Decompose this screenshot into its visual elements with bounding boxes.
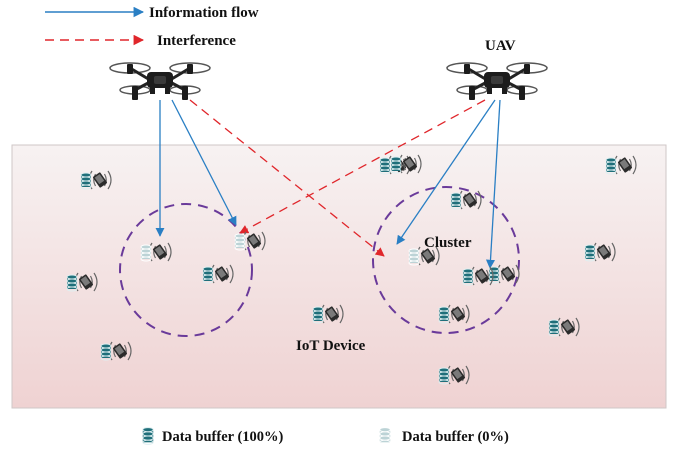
iot-device-icon <box>234 231 266 251</box>
legend-buffer-full-label: Data buffer (100%) <box>162 429 284 445</box>
legend-interference-label: Interference <box>157 33 236 49</box>
iot-device-icon <box>140 242 172 262</box>
iot-device-label: IoT Device <box>296 338 366 354</box>
iot-device-icon <box>80 170 112 190</box>
cluster-label: Cluster <box>424 235 472 251</box>
uav-label: UAV <box>485 38 516 54</box>
cluster-circle-right <box>372 186 520 334</box>
iot-device-icon <box>202 264 234 284</box>
cluster-circle-left <box>119 203 253 337</box>
legend-bottom: Data buffer (100%) Data buffer (0%) <box>142 427 509 445</box>
uav-right-icon <box>445 61 549 102</box>
legend-buffer-full-icon <box>142 427 154 445</box>
legend-buffer-empty-icon <box>379 427 391 445</box>
iot-device-icon <box>312 304 344 324</box>
ground-area <box>11 144 667 409</box>
interference-arrows <box>189 99 486 257</box>
iot-device-icon <box>584 242 616 262</box>
information-flow-arrows <box>155 99 501 269</box>
iot-device-icon <box>408 246 440 266</box>
legend-buffer-empty-label: Data buffer (0%) <box>402 429 509 445</box>
iot-device-icon <box>390 154 422 174</box>
iot-device-icon <box>605 155 637 175</box>
legend-information-flow-label: Information flow <box>149 5 259 21</box>
iot-devices <box>66 154 637 385</box>
legend-top: Information flow Interference <box>45 5 259 49</box>
iot-device-icon <box>548 317 580 337</box>
uav-left-icon <box>108 61 212 102</box>
iot-device-icon <box>438 365 470 385</box>
iot-device-icon <box>450 190 482 210</box>
iot-device-icon <box>100 341 132 361</box>
iot-device-icon <box>379 155 411 175</box>
iot-device-icon <box>462 266 494 286</box>
iot-device-icon <box>438 304 470 324</box>
iot-device-icon <box>66 272 98 292</box>
